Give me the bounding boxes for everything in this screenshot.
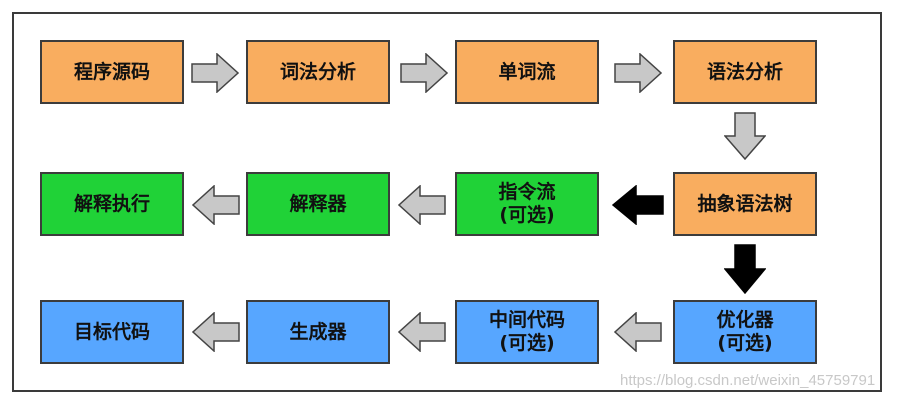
arrow-right-icon bbox=[614, 53, 662, 93]
box-optimizer: 优化器 (可选) bbox=[673, 300, 817, 364]
box-label-line2: (可选) bbox=[499, 204, 555, 226]
box-label-line1: 优化器 bbox=[716, 309, 774, 332]
box-label: 解释器 bbox=[289, 192, 347, 215]
box-program-source: 程序源码 bbox=[40, 40, 184, 104]
arrow-right-icon bbox=[191, 53, 239, 93]
box-label: 单词流 bbox=[498, 60, 556, 83]
box-label-line1: 指令流 bbox=[498, 181, 556, 204]
box-intermediate-code: 中间代码 (可选) bbox=[455, 300, 599, 364]
box-generator: 生成器 bbox=[246, 300, 390, 364]
arrow-left-icon bbox=[192, 185, 240, 225]
box-label: 解释执行 bbox=[73, 192, 150, 215]
box-label-line2: (可选) bbox=[717, 332, 773, 354]
box-label: 目标代码 bbox=[73, 320, 150, 343]
box-syntax-analysis: 语法分析 bbox=[673, 40, 817, 104]
arrow-left-icon bbox=[192, 312, 240, 352]
box-lexical-analysis: 词法分析 bbox=[246, 40, 390, 104]
arrow-down-black-icon bbox=[724, 244, 766, 294]
box-label: 程序源码 bbox=[73, 60, 150, 83]
arrow-right-icon bbox=[400, 53, 448, 93]
box-token-stream: 单词流 bbox=[455, 40, 599, 104]
box-label-line2: (可选) bbox=[499, 332, 555, 354]
box-instruction-stream: 指令流 (可选) bbox=[455, 172, 599, 236]
arrow-left-icon bbox=[398, 185, 446, 225]
arrow-left-black-icon bbox=[612, 185, 664, 225]
watermark-text: https://blog.csdn.net/weixin_45759791 bbox=[620, 372, 876, 389]
box-target-code: 目标代码 bbox=[40, 300, 184, 364]
box-interpreter: 解释器 bbox=[246, 172, 390, 236]
box-label: 语法分析 bbox=[706, 60, 783, 83]
arrow-left-icon bbox=[614, 312, 662, 352]
box-label: 抽象语法树 bbox=[697, 192, 793, 215]
arrow-down-icon bbox=[724, 112, 766, 160]
box-label: 生成器 bbox=[289, 320, 347, 343]
box-label-line1: 中间代码 bbox=[488, 309, 565, 332]
box-interpret-execute: 解释执行 bbox=[40, 172, 184, 236]
box-label: 词法分析 bbox=[279, 60, 356, 83]
arrow-left-icon bbox=[398, 312, 446, 352]
box-abstract-syntax-tree: 抽象语法树 bbox=[673, 172, 817, 236]
